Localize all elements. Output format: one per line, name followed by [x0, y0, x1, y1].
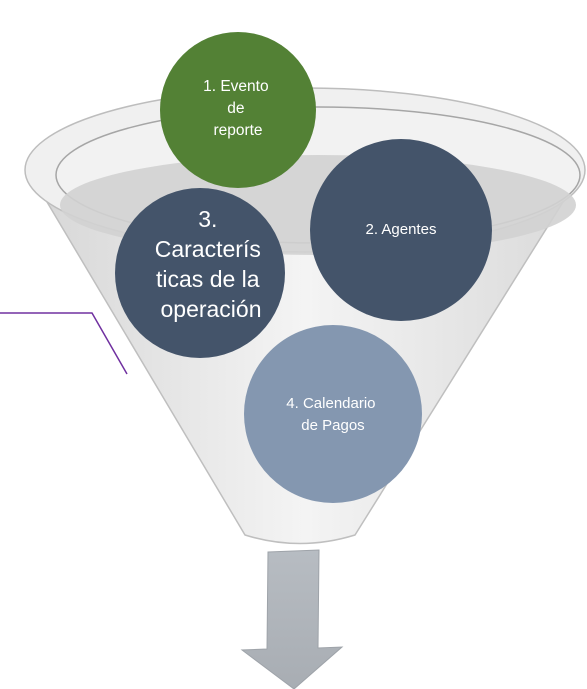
stage-4-label: 4. Calendario de Pagos [286, 395, 379, 434]
output-arrow [240, 549, 344, 689]
stage-3-circle [115, 188, 285, 358]
connector-line [0, 312, 128, 375]
stage-1-label: 1. Evento de reporte [203, 78, 273, 139]
stage-2-circle [310, 139, 492, 321]
stage-3-label: 3. Caracterís ticas de la operación [155, 206, 267, 322]
stage-4-circle [244, 325, 422, 503]
stage-2-label: 2. Agentes [366, 221, 437, 238]
stage-1-circle [160, 32, 316, 188]
